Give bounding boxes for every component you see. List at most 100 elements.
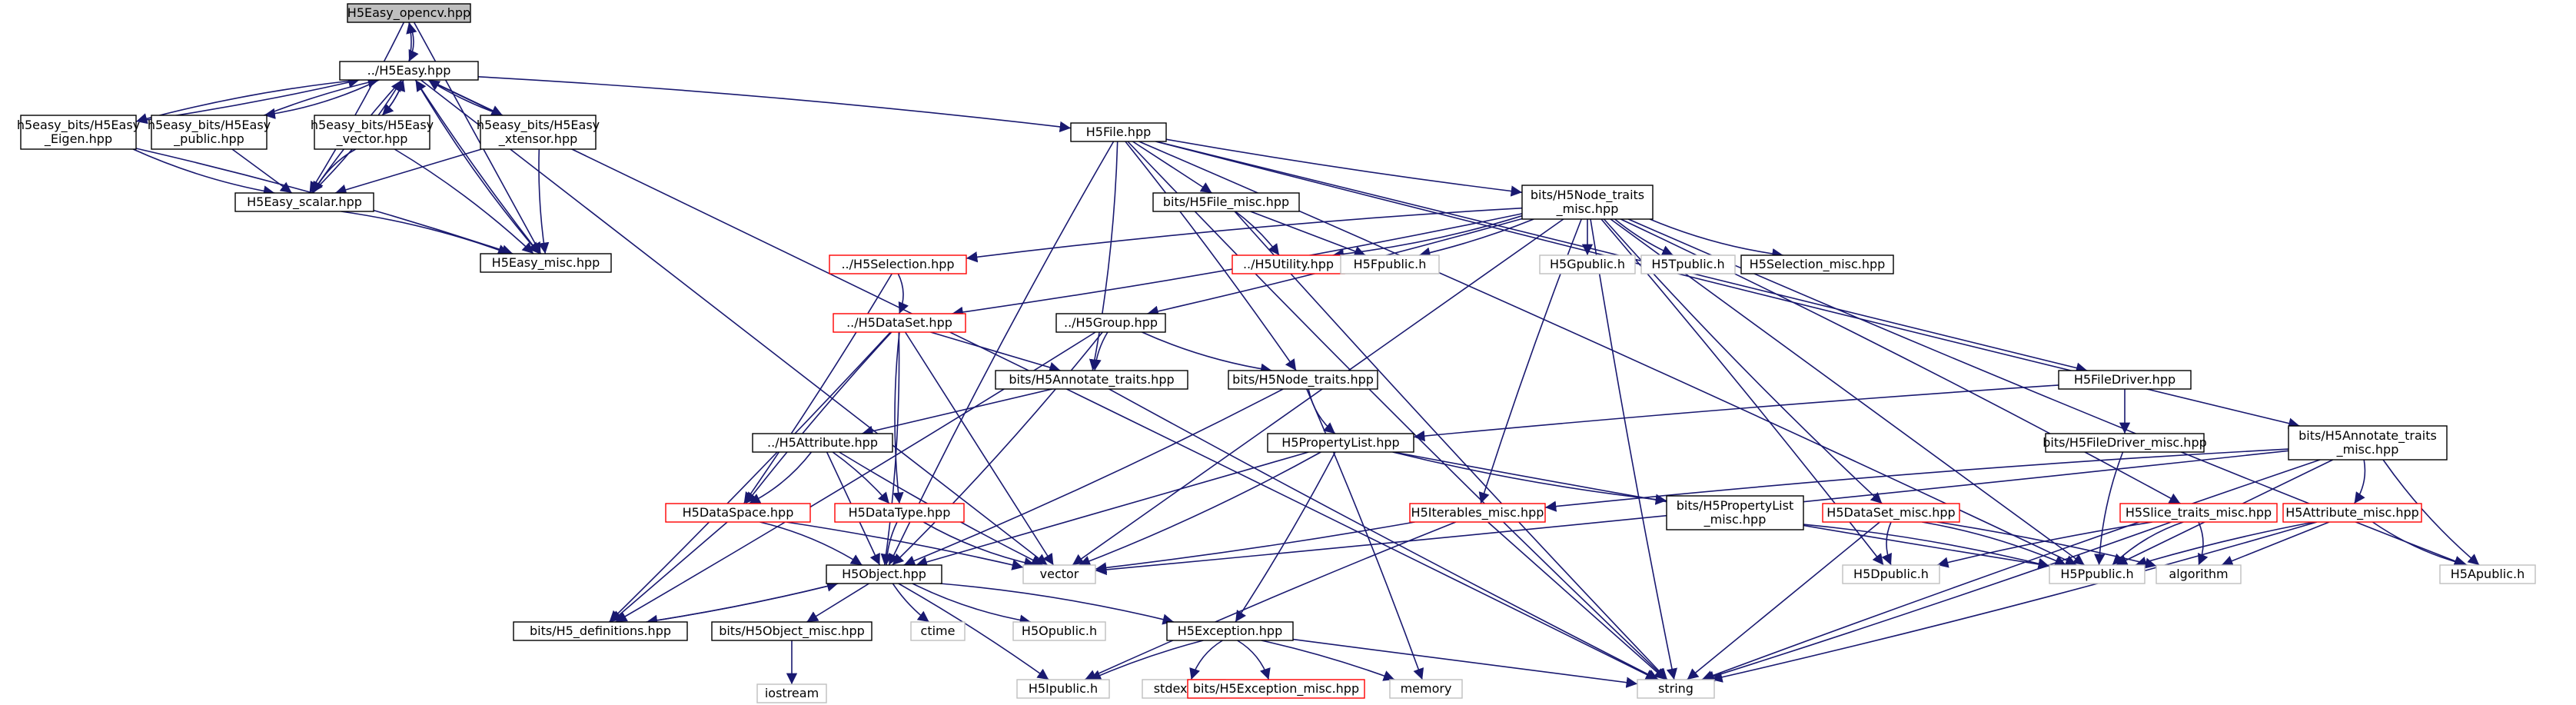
node-filemisc[interactable]: bits/H5File_misc.hpp [1152, 192, 1300, 212]
edge-attrmisc-to-h5ppub [2135, 521, 2315, 567]
node-label: H5Easy_scalar.hpp [247, 195, 362, 210]
node-h5gpub[interactable]: H5Gpublic.h [1539, 254, 1636, 274]
edge-h5object-to-h5exc [939, 583, 1175, 625]
node-datatype[interactable]: H5DataType.hpp [834, 503, 965, 523]
node-h5ipub[interactable]: H5Ipublic.h [1016, 679, 1110, 699]
node-pub[interactable]: h5easy_bits/H5Easy_public.hpp [148, 115, 271, 150]
edge-h5file-to-nodetraits [1125, 141, 1297, 371]
node-nodetraits[interactable]: bits/H5Node_traits.hpp [1228, 370, 1378, 390]
node-h5util[interactable]: ../H5Utility.hpp [1231, 254, 1345, 274]
node-box [834, 503, 965, 523]
node-label: H5Easy_opencv.hpp [347, 5, 470, 21]
node-label: H5Apublic.h [2451, 567, 2525, 581]
node-label: ctime [921, 624, 956, 638]
node-box [711, 621, 873, 641]
node-dataspace[interactable]: H5DataSpace.hpp [665, 503, 811, 523]
node-box [347, 3, 471, 23]
edge-nodetraitsmisc-to-h5util [1332, 214, 1523, 260]
edge-filemisc-to-h5fpub [1250, 211, 1366, 257]
node-h5object[interactable]: H5Object.hpp [826, 564, 942, 584]
edge-attrmisc-to-string [1710, 521, 2318, 683]
edge-h5object-to-ctime [892, 583, 930, 623]
node-box [1187, 679, 1365, 699]
node-h5file[interactable]: H5File.hpp [1070, 122, 1167, 142]
node-ctime[interactable]: ctime [910, 621, 966, 641]
node-label: ../H5Group.hpp [1064, 315, 1158, 330]
node-h5group[interactable]: ../H5Group.hpp [1055, 313, 1166, 333]
edge-h5exc-to-string [1292, 638, 1638, 688]
node-excmisc[interactable]: bits/H5Exception_misc.hpp [1187, 679, 1365, 699]
node-h5fpub[interactable]: H5Fpublic.h [1340, 254, 1440, 274]
node-h5sel[interactable]: ../H5Selection.hpp [829, 254, 967, 274]
node-proplist[interactable]: H5PropertyList.hpp [1267, 433, 1414, 453]
node-h5dpub[interactable]: H5Dpublic.h [1842, 564, 1940, 584]
node-selmisc[interactable]: H5Selection_misc.hpp [1740, 254, 1894, 274]
node-box [480, 115, 597, 150]
node-attrmisc[interactable]: H5Attribute_misc.hpp [2282, 503, 2422, 523]
edge-filedriver-to-proplist [1413, 384, 2059, 442]
node-h5exc[interactable]: H5Exception.hpp [1166, 621, 1294, 641]
edge-h5file-to-string [1127, 141, 1667, 680]
node-label: memory [1401, 681, 1452, 696]
node-h5easy[interactable]: ../H5Easy.hpp [339, 61, 479, 81]
node-vec[interactable]: h5easy_bits/H5Easy_vector.hpp [311, 115, 434, 150]
node-label: H5File.hpp [1086, 125, 1152, 139]
edge-scalar-to-misc [341, 211, 510, 255]
node-filedriver[interactable]: H5FileDriver.hpp [2058, 370, 2192, 390]
node-label: bits/H5File_misc.hpp [1163, 195, 1289, 210]
node-box [513, 621, 688, 641]
node-scalar[interactable]: H5Easy_scalar.hpp [234, 192, 374, 212]
edge-annotmisc-to-string [1701, 459, 2321, 681]
node-filedrivermisc[interactable]: bits/H5FileDriver_misc.hpp [2043, 433, 2207, 453]
node-slicemisc[interactable]: H5Slice_traits_misc.hpp [2119, 503, 2278, 523]
node-h5attr[interactable]: ../H5Attribute.hpp [752, 433, 893, 453]
edge-h5object-to-objmisc [806, 583, 869, 623]
node-iostream[interactable]: iostream [756, 683, 827, 703]
edge-vec-to-scalar [312, 148, 357, 194]
node-objmisc[interactable]: bits/H5Object_misc.hpp [711, 621, 873, 641]
node-vector[interactable]: vector [1022, 564, 1096, 584]
node-label: bits/H5Node_traits.hpp [1232, 372, 1374, 387]
node-xt[interactable]: h5easy_bits/H5Easy_xtensor.hpp [477, 115, 600, 150]
edge-datasetmisc-to-algorithm [1936, 521, 2157, 569]
edge-h5exc-to-h5ipub [1089, 640, 1204, 680]
edge-proplist-to-vector [1079, 451, 1321, 567]
node-box [2119, 503, 2278, 523]
node-iterables[interactable]: H5Iterables_misc.hpp [1409, 503, 1546, 523]
node-label: H5Tpublic.h [1651, 257, 1724, 271]
node-box [1340, 254, 1440, 274]
edge-h5file-to-nodetraitsmisc [1165, 138, 1523, 197]
node-box [833, 313, 966, 333]
node-datasetmisc[interactable]: H5DataSet_misc.hpp [1822, 503, 1960, 523]
node-h5ppub[interactable]: H5Ppublic.h [2049, 564, 2146, 584]
edge-datatype-to-h5object [881, 521, 898, 566]
node-h5apub[interactable]: H5Apublic.h [2439, 564, 2536, 584]
node-algorithm[interactable]: algorithm [2156, 564, 2242, 584]
node-box [1152, 192, 1300, 212]
node-label: H5Fpublic.h [1354, 257, 1427, 271]
edge-nodetraitsmisc-to-h5tpub [1614, 218, 1674, 256]
node-h5dataset[interactable]: ../H5DataSet.hpp [833, 313, 966, 333]
node-annot[interactable]: bits/H5Annotate_traits.hpp [995, 370, 1188, 390]
node-label: h5easy_bits/H5Easy [148, 118, 271, 133]
node-eigen[interactable]: h5easy_bits/H5Easy_Eigen.hpp [17, 115, 140, 150]
edge-h5file-to-annot [1089, 141, 1118, 371]
node-annotmisc[interactable]: bits/H5Annotate_traits_misc.hpp [2288, 425, 2448, 461]
edge-filedrivermisc-to-h5ppub [2094, 451, 2124, 566]
node-h5defs[interactable]: bits/H5_definitions.hpp [513, 621, 688, 641]
node-memory[interactable]: memory [1389, 679, 1463, 699]
node-nodetraitsmisc[interactable]: bits/H5Node_traits_misc.hpp [1521, 185, 1654, 220]
edge-xt-to-scalar [334, 148, 482, 195]
edge-annotmisc-to-iterables [1544, 448, 2289, 512]
node-misc[interactable]: H5Easy_misc.hpp [480, 253, 612, 273]
edge-xt-to-h5easy [427, 79, 504, 116]
edge-h5dataset-to-annot [930, 331, 1061, 373]
node-h5tpub[interactable]: H5Tpublic.h [1640, 254, 1736, 274]
node-proplistmisc[interactable]: bits/H5PropertyList_misc.hpp [1666, 495, 1804, 530]
node-box [1070, 122, 1167, 142]
node-string[interactable]: string [1637, 679, 1715, 699]
node-label: bits/H5PropertyList [1677, 498, 1793, 513]
node-h5opub[interactable]: H5Opublic.h [1012, 621, 1106, 641]
node-box [1640, 254, 1736, 274]
